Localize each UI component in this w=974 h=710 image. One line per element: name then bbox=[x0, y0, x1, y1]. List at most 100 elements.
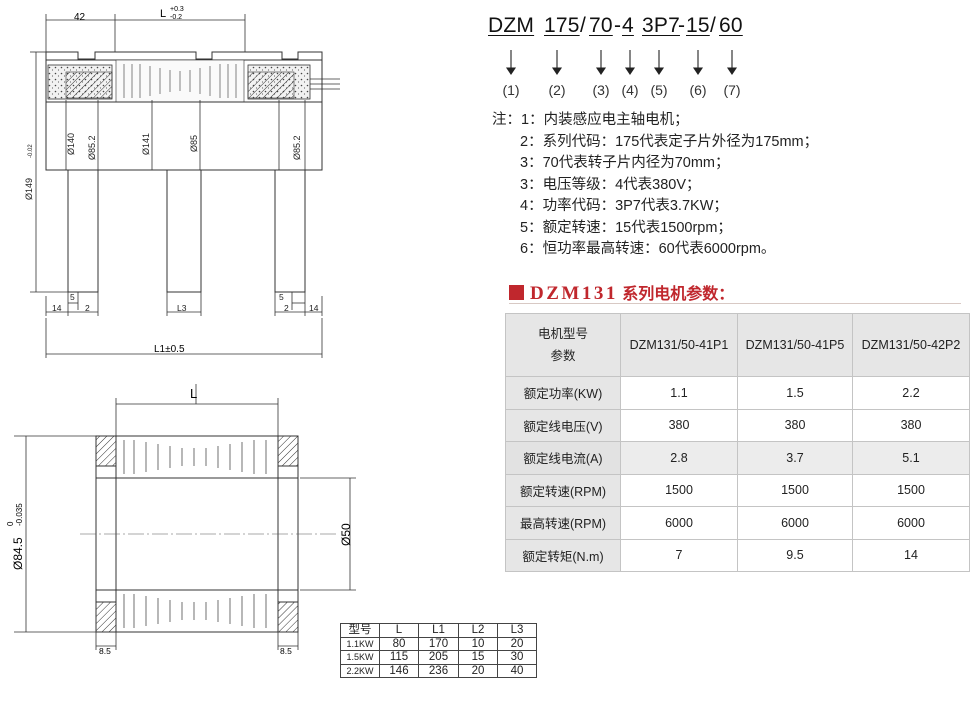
params-row: 额定转速(RPM) 1500 1500 1500 bbox=[505, 473, 970, 507]
note-line-2: 2：系列代码：175代表定子片外径为175mm； bbox=[520, 132, 818, 154]
note-line-1: 注：1：内装感应电主轴电机； bbox=[492, 110, 790, 132]
dims-cell: 10 bbox=[458, 636, 498, 651]
params-row: 额定转矩(N.m) 7 9.5 14 bbox=[505, 538, 970, 572]
params-corner-cell: 电机型号 参数 bbox=[505, 313, 621, 377]
rotor-dimensions bbox=[14, 384, 356, 650]
param-value: 9.5 bbox=[737, 538, 853, 572]
corner-model-label: 电机型号 bbox=[537, 327, 588, 341]
param-label: 额定线电流(A) bbox=[505, 441, 621, 475]
code-part-dzm: DZM bbox=[488, 14, 535, 37]
dims-cell: 40 bbox=[497, 663, 537, 678]
lead-wires bbox=[310, 78, 340, 90]
code-index-4: (4) bbox=[621, 82, 638, 98]
note-line-7: 6：恒功率最高转速：60代表6000rpm。 bbox=[520, 239, 818, 261]
dims-cell: 205 bbox=[418, 650, 459, 665]
param-value: 1500 bbox=[737, 473, 853, 507]
dims-row: 1.5KW 115 205 15 30 bbox=[340, 650, 537, 665]
dia-141-label: Ø141 bbox=[141, 133, 151, 155]
param-value: 2.8 bbox=[620, 441, 738, 475]
note-text-5: 4：功率代码：3P7代表3.7KW； bbox=[520, 198, 728, 214]
note-line-3: 3：70代表转子片内径为70mm； bbox=[520, 153, 818, 175]
params-table: 电机型号 参数 DZM131/50-41P1 DZM131/50-41P5 DZ… bbox=[505, 313, 970, 572]
param-label: 最高转速(RPM) bbox=[505, 506, 621, 540]
dims-cell: 20 bbox=[497, 636, 537, 651]
dims-cell: 236 bbox=[418, 663, 459, 678]
dia-85-label: Ø85 bbox=[189, 135, 199, 152]
code-sep-4: / bbox=[710, 14, 717, 37]
series-title-rest: 系列电机参数： bbox=[622, 286, 735, 303]
dims-row: 1.1KW 80 170 10 20 bbox=[340, 636, 537, 651]
dia-149-label: Ø149 bbox=[24, 178, 34, 200]
dim-l3: L3 bbox=[177, 303, 187, 313]
dims-cell: 146 bbox=[379, 663, 419, 678]
note-text-6: 5：额定转速：15代表1500rpm； bbox=[520, 219, 732, 236]
param-value: 1500 bbox=[620, 473, 738, 507]
note-text-1: 1：内装感应电主轴电机； bbox=[521, 112, 689, 128]
code-part-175: 175 bbox=[544, 14, 580, 37]
rotor-end-ring-tl bbox=[95, 435, 117, 467]
dim-l-tol-upper: +0.3 bbox=[170, 6, 184, 13]
dims-row: 2.2KW 146 236 20 40 bbox=[340, 663, 537, 678]
param-value: 380 bbox=[852, 408, 970, 442]
model-header-3: DZM131/50-42P2 bbox=[852, 313, 970, 377]
dims-cell: 1.5KW bbox=[340, 650, 380, 665]
param-value: 6000 bbox=[737, 506, 853, 540]
rotor-end-ring-br bbox=[277, 601, 299, 633]
param-value: 1.5 bbox=[737, 376, 853, 410]
param-label: 额定转速(RPM) bbox=[505, 473, 621, 507]
param-value: 5.1 bbox=[852, 441, 970, 475]
dia-149-tol: -0.02 bbox=[28, 144, 34, 158]
rotor-bars bbox=[123, 440, 267, 628]
note-line-4: 3：电压等级：4代表380V； bbox=[520, 175, 818, 197]
code-index-7: (7) bbox=[723, 82, 740, 98]
model-code: DZM 175 / 70 - 4 3P7 - 15 / 60 bbox=[486, 14, 766, 44]
code-part-3p7: 3P7 bbox=[642, 14, 680, 37]
param-value: 2.2 bbox=[852, 376, 970, 410]
dims-cell: 170 bbox=[418, 636, 459, 651]
dia-140-label: Ø140 bbox=[66, 133, 76, 155]
param-value: 3.7 bbox=[737, 441, 853, 475]
dim-14-right: 14 bbox=[309, 303, 319, 313]
dims-cell: 1.1KW bbox=[340, 636, 380, 651]
params-row: 额定功率(KW) 1.1 1.5 2.2 bbox=[505, 376, 970, 410]
l1-dimension bbox=[45, 318, 323, 358]
dim-5-right: 5 bbox=[279, 292, 284, 302]
code-index-1: (1) bbox=[502, 82, 519, 98]
dims-header: L3 bbox=[497, 623, 537, 638]
code-part-60: 60 bbox=[719, 14, 743, 37]
note-prefix: 注： bbox=[492, 112, 521, 128]
series-section-title: DZM131 系列电机参数： bbox=[509, 280, 735, 304]
param-value: 380 bbox=[737, 408, 853, 442]
model-header-1: DZM131/50-41P1 bbox=[620, 313, 738, 377]
code-sep-1: / bbox=[580, 14, 587, 37]
code-notes: 注：1：内装感应电主轴电机； 2：系列代码：175代表定子片外径为175mm； … bbox=[492, 110, 818, 261]
dims-cell: 20 bbox=[458, 663, 498, 678]
param-label: 额定线电压(V) bbox=[505, 408, 621, 442]
dims-table: 型号 L L1 L2 L3 1.1KW 80 170 10 20 1.5KW 1… bbox=[340, 623, 537, 678]
dia-85-2-left-label: Ø85.2 bbox=[87, 135, 97, 160]
note-line-5: 4：功率代码：3P7代表3.7KW； bbox=[520, 196, 818, 218]
params-header-row: 电机型号 参数 DZM131/50-41P1 DZM131/50-41P5 DZ… bbox=[505, 313, 970, 377]
param-value: 14 bbox=[852, 538, 970, 572]
param-value: 1.1 bbox=[620, 376, 738, 410]
series-name: DZM131 bbox=[530, 283, 618, 304]
rotor-dim-8-5-right: 8.5 bbox=[280, 646, 292, 656]
params-row: 最高转速(RPM) 6000 6000 6000 bbox=[505, 506, 970, 540]
dim-l-tol-lower: -0.2 bbox=[170, 14, 182, 21]
note-text-4: 3：电压等级：4代表380V； bbox=[520, 176, 701, 193]
model-header-2: DZM131/50-41P5 bbox=[737, 313, 853, 377]
dims-header-row: 型号 L L1 L2 L3 bbox=[340, 623, 537, 638]
code-index-6: (6) bbox=[689, 82, 706, 98]
stator-lower-body bbox=[45, 101, 323, 293]
dim-2-right: 2 bbox=[284, 303, 289, 313]
rotor-dia-50: Ø50 bbox=[339, 523, 353, 546]
dia-85-2-right-label: Ø85.2 bbox=[292, 135, 302, 160]
param-value: 380 bbox=[620, 408, 738, 442]
bottom-small-dims bbox=[45, 292, 323, 316]
param-value: 1500 bbox=[852, 473, 970, 507]
params-row: 额定线电流(A) 2.8 3.7 5.1 bbox=[505, 441, 970, 475]
note-text-3: 3：70代表转子片内径为70mm； bbox=[520, 155, 730, 171]
code-index-3: (3) bbox=[592, 82, 609, 98]
title-square-icon bbox=[509, 285, 524, 300]
dims-header: L1 bbox=[418, 623, 459, 638]
